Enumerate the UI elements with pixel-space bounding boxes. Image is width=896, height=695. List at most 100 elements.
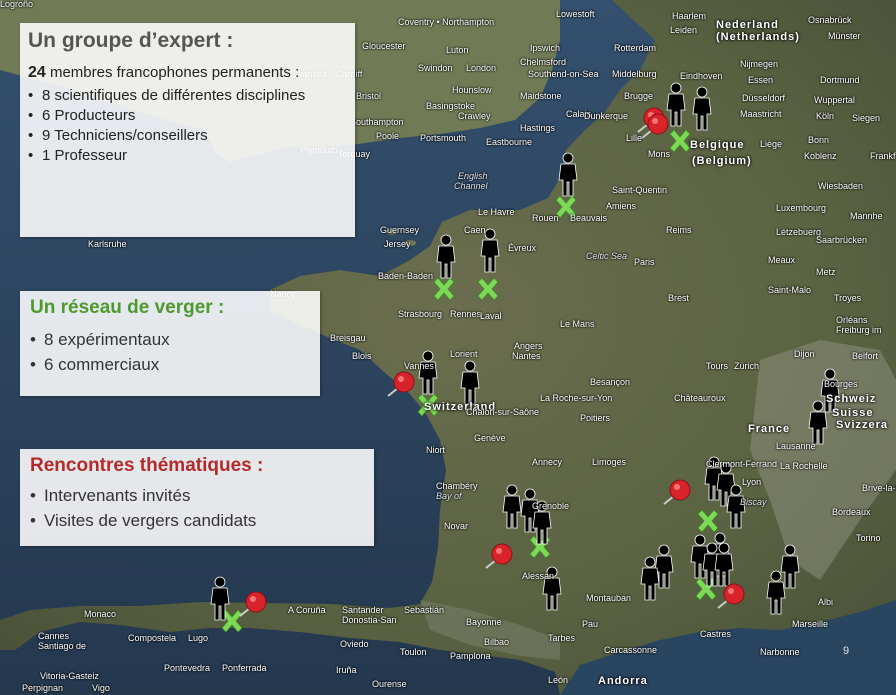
map-place-label: Dunkerque xyxy=(584,111,629,121)
map-place-label: English xyxy=(458,171,488,181)
map-place-label: Pontevedra xyxy=(164,663,211,673)
person-icon xyxy=(210,576,230,621)
list-item: 1 Professeur xyxy=(28,146,345,166)
meeting-pin-markers xyxy=(239,107,745,617)
person-icon xyxy=(714,542,734,587)
map-place-label: Belgique xyxy=(690,139,745,151)
map-place-label: Vitoria-Gasteiz xyxy=(40,671,99,681)
mediterranean-sea xyxy=(560,600,896,695)
map-place-label: A Coruña xyxy=(288,605,326,615)
alps-relief xyxy=(750,340,896,580)
map-place-label: Limoges xyxy=(592,457,627,467)
map-place-label: Swindon xyxy=(418,63,453,73)
list-item: Intervenants invités xyxy=(30,483,364,509)
map-place-label: Karlsruhe xyxy=(88,239,127,249)
map-place-label: Vannes xyxy=(404,361,434,371)
person-icon xyxy=(654,544,674,589)
map-place-label: Suisse xyxy=(832,407,874,419)
orchard-network-title: Un réseau de verger : xyxy=(30,297,225,318)
map-place-label: Létzebuerg xyxy=(776,227,822,237)
map-place-label: Calais xyxy=(566,109,592,119)
orchard-cross-icon xyxy=(417,393,439,417)
map-place-label: Bilbao xyxy=(484,637,510,647)
map-place-label: Southend-on-Sea xyxy=(528,69,599,79)
pushpin-icon xyxy=(641,113,669,139)
map-place-label: Compostela xyxy=(128,633,177,643)
map-place-label: Eindhoven xyxy=(680,71,723,81)
map-place-label: Carcassonne xyxy=(604,645,658,655)
orchard-cross-icon xyxy=(555,195,577,219)
person-icon xyxy=(542,566,562,611)
map-place-label: Tours xyxy=(706,361,729,371)
map-place-label: Celtic Sea xyxy=(586,251,628,261)
map-place-label: Nederland xyxy=(716,19,779,31)
map-place-label: Hastings xyxy=(520,123,556,133)
map-place-label: Belfort xyxy=(852,351,879,361)
map-place-label: Pau xyxy=(582,619,599,629)
person-icon xyxy=(558,152,578,197)
map-place-label: Nantes xyxy=(512,351,541,361)
map-place-label: Santander xyxy=(342,605,384,615)
person-icon xyxy=(502,484,522,529)
map-place-label: Donostia-San xyxy=(342,615,397,625)
map-place-label: Brive-la-Gaillarde xyxy=(862,483,896,493)
map-place-label: Osnabrück xyxy=(808,15,852,25)
map-place-label: Nijmegen xyxy=(740,59,779,69)
map-place-label: Clermont-Ferrand xyxy=(706,459,778,469)
map-place-label: Wiesbaden xyxy=(818,181,864,191)
map-place-label: Troyes xyxy=(834,293,862,303)
map-place-label: Niort xyxy=(426,445,446,455)
map-place-label: Lugo xyxy=(188,633,209,643)
list-item: 8 expérimentaux xyxy=(30,327,310,353)
map-place-label: Hounslow xyxy=(452,85,492,95)
map-place-label: Lyon xyxy=(742,477,762,487)
map-place-label: Wuppertal xyxy=(814,95,855,105)
thematic-meetings-title: Rencontres thématiques : xyxy=(30,455,264,476)
person-icon xyxy=(726,484,746,529)
map-place-label: Metz xyxy=(816,267,836,277)
map-place-label: Chelmsford xyxy=(520,57,567,67)
thematic-meetings-panel: Rencontres thématiques : Intervenants in… xyxy=(20,449,374,546)
map-place-label: Angers xyxy=(514,341,543,351)
jersey-island xyxy=(404,240,416,246)
map-place-label: Koblenz xyxy=(804,151,837,161)
map-place-label: Saint-Malo xyxy=(768,285,812,295)
orchard-cross-icon xyxy=(221,609,243,633)
person-icon xyxy=(640,556,660,601)
pushpin-icon xyxy=(485,543,513,569)
list-item: 9 Techniciens/conseillers xyxy=(28,126,345,146)
map-place-label: Mannhe xyxy=(850,211,883,221)
map-place-label: Luxembourg xyxy=(776,203,827,213)
map-place-label: Biscay xyxy=(740,497,767,507)
map-place-label: Köln xyxy=(816,111,835,121)
orchard-cross-markers xyxy=(221,129,719,633)
guernsey-island xyxy=(387,229,397,235)
map-place-label: London xyxy=(466,63,497,73)
pushpin-icon xyxy=(663,479,691,505)
map-place-label: Santiago de xyxy=(38,641,87,651)
map-place-label: Coventry • Northampton xyxy=(398,17,495,27)
map-place-label: Portsmouth xyxy=(420,133,467,143)
map-place-label: Brugge xyxy=(624,91,654,101)
expert-group-lead: 24 membres francophones permanents : xyxy=(28,63,345,83)
map-place-label: Grenoble xyxy=(532,501,570,511)
slide-number: 9 xyxy=(843,645,850,657)
expert-group-panel: Un groupe d’expert : 24 membres francoph… xyxy=(20,23,355,237)
map-place-label: Middelburg xyxy=(612,69,657,79)
map-place-label: La Roche-sur-Yon xyxy=(540,393,613,403)
map-place-label: Poole xyxy=(376,131,400,141)
person-icon xyxy=(692,86,712,131)
map-place-label: Andorra xyxy=(598,675,648,687)
map-place-label: Chalon-sur-Saône xyxy=(466,407,540,417)
orchard-cross-icon xyxy=(669,129,691,153)
map-place-label: Le Mans xyxy=(560,319,595,329)
map-place-label: Oviedo xyxy=(340,639,369,649)
map-place-label: Maastricht xyxy=(740,109,782,119)
map-place-label: Eastbourne xyxy=(486,137,533,147)
person-icon xyxy=(418,350,438,395)
map-place-label: Strasbourg xyxy=(398,309,443,319)
person-icon xyxy=(532,500,552,545)
map-place-label: Ourense xyxy=(372,679,407,689)
map-place-label: Ipswich xyxy=(530,43,561,53)
